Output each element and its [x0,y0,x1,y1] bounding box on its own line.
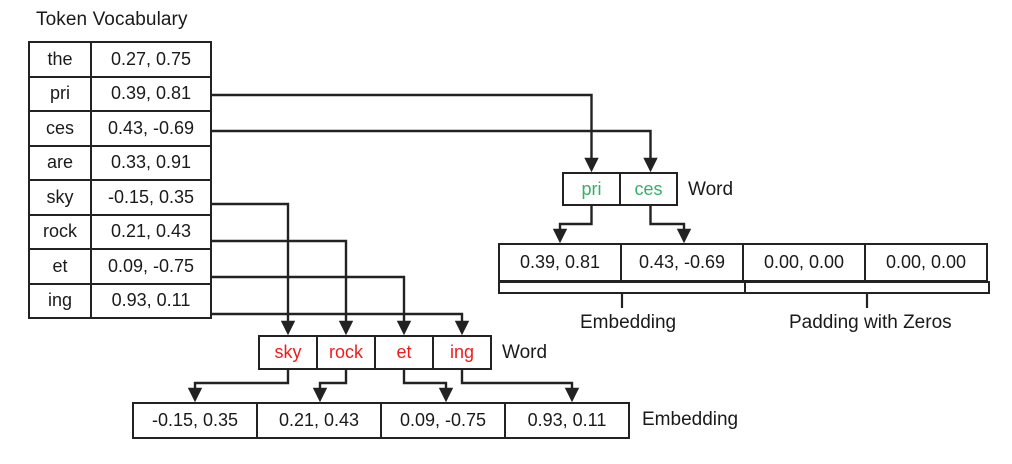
wire-emb-ing [460,370,580,403]
wire-ing [210,312,470,336]
padding-label: Padding with Zeros [789,312,952,333]
embedding-cell: 0.39, 0.81 [498,243,622,282]
vocab-vector: 0.43, -0.69 [90,110,212,147]
vocab-token: rock [28,213,92,250]
wire-ces [210,129,658,173]
table-row: the 0.27, 0.75 [28,41,212,78]
brace-padding [744,281,990,294]
wire-emb-sky [187,370,290,403]
vocab-to-word-bottom-wires [210,202,470,336]
vocab-token: the [28,41,92,78]
word-token-cell: sky [258,335,318,370]
word-token-cell: et [374,335,434,370]
wire-rock [210,239,354,336]
page-title: Token Vocabulary [36,9,188,30]
vocab-vector: 0.39, 0.81 [90,75,212,112]
brace-ticks [620,294,869,308]
table-row: et 0.09, -0.75 [28,248,212,285]
embedding-cell: 0.43, -0.69 [620,243,744,282]
vocab-vector: 0.93, 0.11 [90,282,212,319]
wire-emb-rock [312,370,348,403]
vocab-token: sky [28,179,92,216]
token-vocabulary-table: the 0.27, 0.75 pri 0.39, 0.81 ces 0.43, … [28,41,212,319]
vocab-vector: 0.21, 0.43 [90,213,212,250]
word-token-cell: pri [562,172,621,206]
embedding-label-lower: Embedding [642,409,739,430]
embedding-cell: 0.09, -0.75 [380,402,506,439]
word-top-to-embedding-wires [552,206,692,244]
vocab-token: ces [28,110,92,147]
table-row: rock 0.21, 0.43 [28,213,212,250]
word-label-upper: Word [688,179,734,200]
embedding-label-upper: Embedding [580,312,677,333]
wire-emb-pri [552,206,593,244]
wire-emb-ces [649,206,692,244]
embedding-cell: -0.15, 0.35 [132,402,258,439]
vocab-token: are [28,144,92,181]
embedding-cell: 0.21, 0.43 [256,402,382,439]
vocab-token: ing [28,282,92,319]
vocab-vector: 0.27, 0.75 [90,41,212,78]
wire-sky [210,202,296,336]
brace-embedding [498,281,746,294]
word-token-cell: ces [619,172,678,206]
table-row: sky -0.15, 0.35 [28,179,212,216]
wire-pri [210,93,599,173]
word-bottom-to-embedding-wires [187,370,580,403]
word-row-upper: pri ces [562,172,678,206]
word-token-cell: rock [316,335,376,370]
word-token-cell: ing [432,335,492,370]
table-row: pri 0.39, 0.81 [28,75,212,112]
embedding-cell: 0.93, 0.11 [504,402,630,439]
vocab-vector: 0.33, 0.91 [90,144,212,181]
embedding-cell-padding: 0.00, 0.00 [742,243,866,282]
wire-emb-et [402,370,454,403]
table-row: are 0.33, 0.91 [28,144,212,181]
wire-et [210,275,412,336]
embedding-row-lower: -0.15, 0.35 0.21, 0.43 0.09, -0.75 0.93,… [132,402,630,439]
vocab-token: pri [28,75,92,112]
vocab-token: et [28,248,92,285]
embedding-cell-padding: 0.00, 0.00 [864,243,988,282]
word-row-lower: sky rock et ing [258,335,492,370]
embedding-row-upper: 0.39, 0.81 0.43, -0.69 0.00, 0.00 0.00, … [498,243,988,282]
vocab-vector: 0.09, -0.75 [90,248,212,285]
vocab-to-word-top-wires [210,93,658,173]
table-row: ces 0.43, -0.69 [28,110,212,147]
vocab-vector: -0.15, 0.35 [90,179,212,216]
word-label-lower: Word [502,342,548,363]
table-row: ing 0.93, 0.11 [28,282,212,319]
